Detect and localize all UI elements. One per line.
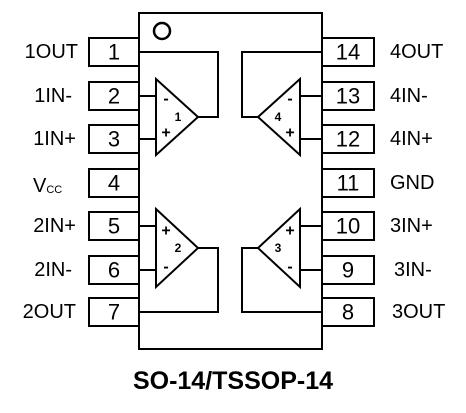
pin-left-3: 3 1IN+ bbox=[33, 124, 140, 154]
amp4-number: 4 bbox=[275, 110, 282, 124]
amp4-triangle-icon bbox=[256, 76, 301, 158]
pin-number: 4 bbox=[108, 171, 120, 196]
pin-right-14: 14 4OUT bbox=[321, 37, 443, 67]
pin-label: 1IN+ bbox=[33, 128, 76, 150]
package-caption: SO-14/TSSOP-14 bbox=[133, 367, 333, 395]
amp2-inverting-sign: - bbox=[163, 259, 168, 276]
pin-label: 3IN+ bbox=[390, 215, 433, 237]
amp3-noninverting-sign: + bbox=[285, 223, 294, 240]
op-amp-1: - + 1 bbox=[139, 51, 219, 158]
pin-right-8: 8 3OUT bbox=[321, 297, 445, 327]
pin-label: 3IN- bbox=[394, 259, 432, 281]
amp3-triangle-icon bbox=[256, 206, 301, 290]
amp2-wiring bbox=[139, 225, 219, 313]
pin-right-11: 11 GND bbox=[321, 168, 434, 198]
amp1-wiring bbox=[139, 51, 219, 140]
pin-label: 4IN- bbox=[390, 85, 428, 107]
amp1-inverting-sign: - bbox=[163, 91, 168, 108]
pin-right-9: 9 3IN- bbox=[321, 255, 432, 285]
pin-left-1: 1 1OUT bbox=[25, 37, 140, 67]
pin-left-6: 6 2IN- bbox=[34, 255, 140, 285]
pin-number: 12 bbox=[336, 127, 360, 152]
pin-label: 2IN+ bbox=[33, 215, 76, 237]
pin-number: 8 bbox=[342, 300, 354, 325]
right-pins: 14 4OUT 13 4IN- 12 4IN+ 11 GND 10 3IN+ 9… bbox=[321, 37, 445, 327]
pin-left-7: 7 2OUT bbox=[23, 297, 140, 327]
pin-number: 11 bbox=[337, 171, 360, 196]
amp3-number: 3 bbox=[275, 241, 282, 255]
pin-left-4: 4 VCC bbox=[33, 168, 140, 198]
op-amp-4: - + 4 bbox=[241, 51, 322, 158]
chip-body bbox=[138, 12, 323, 350]
pin-label: GND bbox=[390, 172, 434, 194]
pin-number: 5 bbox=[108, 214, 120, 239]
amp2-triangle-icon bbox=[155, 206, 200, 290]
pin-right-13: 13 4IN- bbox=[321, 81, 428, 111]
amp2-number: 2 bbox=[175, 241, 182, 255]
pin-number: 14 bbox=[336, 40, 360, 65]
pin-label: 3OUT bbox=[392, 301, 445, 323]
op-amp-2: + - 2 bbox=[139, 206, 219, 313]
pin-label: 2IN- bbox=[34, 259, 72, 281]
amp4-wiring bbox=[241, 51, 322, 140]
pin-right-12: 12 4IN+ bbox=[321, 124, 433, 154]
pin-label: 4OUT bbox=[390, 41, 443, 63]
pin-label: 1IN- bbox=[34, 85, 72, 107]
left-pins: 1 1OUT 2 1IN- 3 1IN+ 4 VCC 5 2IN+ 6 2IN- bbox=[23, 37, 140, 327]
pin1-marker-icon bbox=[152, 21, 172, 41]
amp2-noninverting-sign: + bbox=[161, 223, 170, 240]
pin-number: 9 bbox=[342, 258, 354, 283]
amp3-inverting-sign: - bbox=[287, 259, 292, 276]
amp1-triangle-icon bbox=[155, 76, 200, 158]
pin-number: 2 bbox=[108, 84, 120, 109]
pin-number: 3 bbox=[108, 127, 120, 152]
op-amp-3: + - 3 bbox=[241, 206, 322, 313]
pin-label: 2OUT bbox=[23, 301, 76, 323]
pin-number: 13 bbox=[336, 84, 360, 109]
pin-right-10: 10 3IN+ bbox=[321, 211, 433, 241]
pin-number: 7 bbox=[108, 300, 120, 325]
pin-left-5: 5 2IN+ bbox=[33, 211, 140, 241]
pin-label: 1OUT bbox=[25, 41, 78, 63]
pin-label-vcc: VCC bbox=[33, 175, 62, 197]
pin-number: 10 bbox=[336, 214, 360, 239]
amp4-noninverting-sign: + bbox=[285, 125, 294, 142]
pin-number: 6 bbox=[108, 258, 120, 283]
amp1-noninverting-sign: + bbox=[161, 125, 170, 142]
amp4-inverting-sign: - bbox=[287, 91, 292, 108]
pin-left-2: 2 1IN- bbox=[34, 81, 140, 111]
pin-number: 1 bbox=[108, 40, 120, 65]
pin-label: 4IN+ bbox=[390, 128, 433, 150]
amp3-wiring bbox=[241, 225, 322, 313]
amp1-number: 1 bbox=[175, 110, 182, 124]
